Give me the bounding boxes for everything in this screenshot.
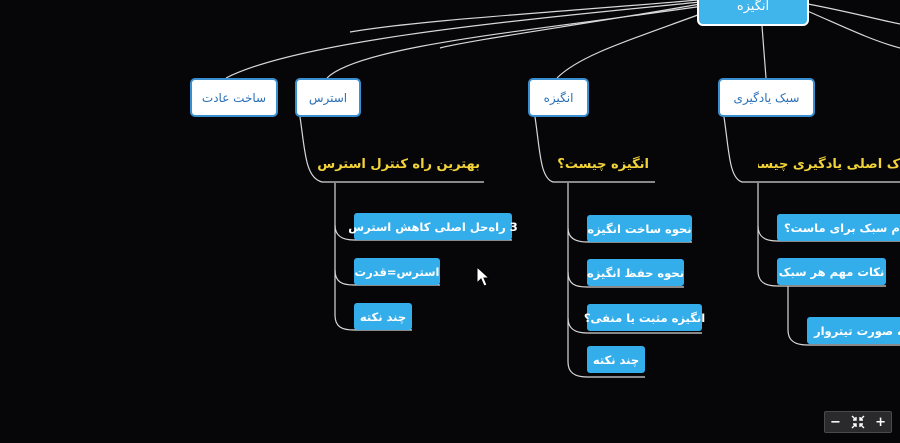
heading-what-is-motivation[interactable]: انگیزه چیست؟: [557, 157, 649, 172]
leaf-motivation-tips[interactable]: چند نکته: [587, 346, 645, 373]
leaf-headline-form[interactable]: به صورت تیتروار: [807, 317, 900, 344]
leaf-stress-tips[interactable]: چند نکته: [354, 303, 412, 330]
leaf-stress-solutions[interactable]: 3 راه‌حل اصلی کاهش استرس: [348, 213, 518, 240]
fit-screen-icon[interactable]: [851, 415, 865, 429]
zoom-in-button[interactable]: +: [875, 414, 886, 430]
heading-learning-style[interactable]: ک اصلی یادگیری چیست؟: [758, 157, 900, 172]
mouse-cursor-icon: [476, 266, 490, 287]
leaf-positive-negative[interactable]: انگیزه مثبت یا منفی؟: [584, 304, 705, 331]
topic-habit-building[interactable]: ساخت عادت: [190, 78, 278, 117]
zoom-controls: − +: [824, 411, 892, 433]
topic-learning-style[interactable]: سبک یادگیری: [718, 78, 815, 117]
heading-stress-control[interactable]: بهترین راه کنترل استرس: [317, 157, 480, 172]
leaf-stress-power[interactable]: استرس=قدرت: [354, 258, 440, 285]
leaf-which-style[interactable]: کدام سبک برای ماست؟: [777, 214, 900, 241]
leaf-style-notes[interactable]: نکات مهم هر سبک: [777, 258, 886, 285]
root-node[interactable]: انگیزه: [697, 0, 809, 26]
topic-stress[interactable]: استرس: [295, 78, 361, 117]
zoom-out-button[interactable]: −: [830, 414, 841, 430]
topic-motivation[interactable]: انگیزه: [528, 78, 589, 117]
leaf-build-motivation[interactable]: نحوه ساخت انگیزه: [587, 215, 692, 242]
leaf-keep-motivation[interactable]: نحوه حفظ انگیزه: [587, 259, 684, 286]
